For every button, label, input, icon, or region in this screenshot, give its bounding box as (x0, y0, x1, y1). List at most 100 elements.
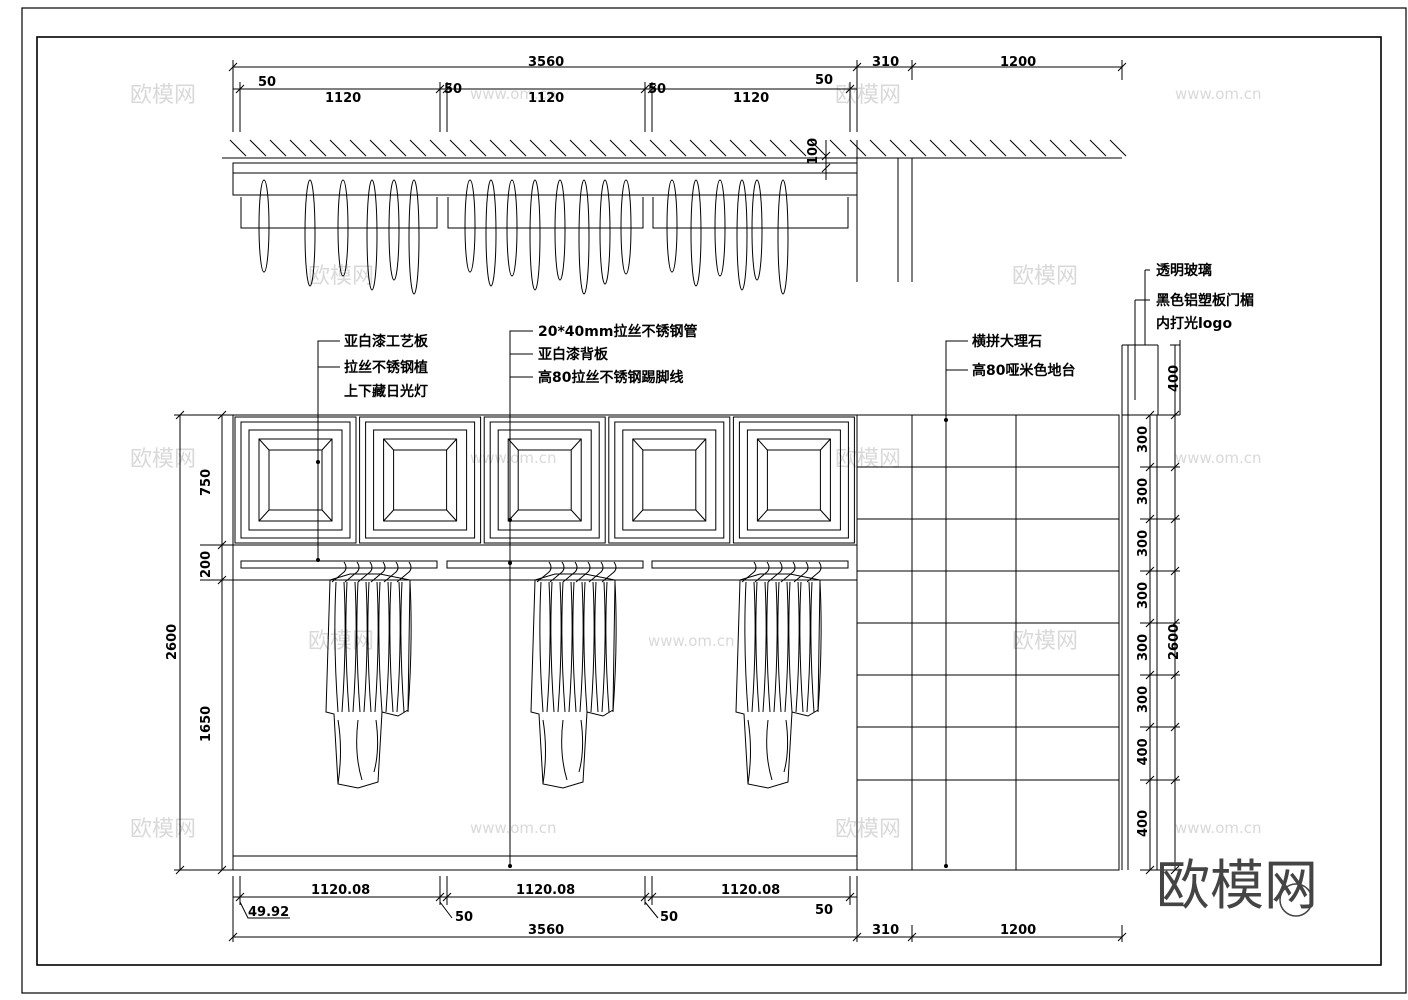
dim-right-total: 2600 (1167, 624, 1182, 660)
brand-logo-mark (1279, 883, 1313, 917)
dim-bottom-bay1: 1120.08 (311, 883, 370, 898)
plan-hanger (620, 179, 632, 275)
dim-right-top: 400 (1167, 365, 1182, 392)
dim-right-row: 300 (1136, 634, 1151, 661)
garment-fold (356, 581, 368, 713)
garment-fold (755, 581, 767, 713)
plan-hanger (777, 179, 789, 295)
garment-fold (744, 581, 756, 713)
panel-frame (373, 429, 468, 531)
right-dimension-lines (1140, 344, 1180, 875)
panel-frame (489, 421, 600, 539)
dim-right-row: 300 (1136, 686, 1151, 713)
hanger-hook (588, 561, 604, 583)
hanger-hook (741, 561, 757, 583)
brand-logo: 欧模网 (1156, 854, 1318, 917)
plan-rails (232, 140, 913, 282)
plan-hanger (529, 179, 541, 291)
leader-dots (316, 418, 948, 868)
hanging-clothes (325, 561, 822, 789)
garment-fold (583, 581, 595, 713)
plan-hanger (304, 179, 316, 287)
panel-frame (483, 416, 606, 544)
watermark-text: 欧模网 (308, 264, 374, 289)
dim-right-row: 300 (1136, 478, 1151, 505)
watermark-url: www.om.cn (1175, 85, 1262, 103)
hanger-hook (793, 561, 809, 583)
dim-right-row: 300 (1136, 530, 1151, 557)
hanger-hook (601, 561, 617, 583)
garment-fold (400, 581, 412, 713)
garment-fold (799, 581, 811, 713)
garment-fold (337, 719, 379, 785)
watermark-url: www.om.cn (470, 819, 557, 837)
panel-frame (234, 416, 357, 544)
panel-inner (517, 449, 572, 511)
note-glass: 透明玻璃 (1156, 262, 1212, 279)
plan-hanger (599, 179, 611, 285)
plan-hanger (506, 179, 518, 277)
left-dimension-lines (174, 410, 233, 875)
dim-top-bay1: 1120 (325, 91, 361, 106)
panel-bevel (632, 438, 707, 522)
note-door-header: 黑色铝塑板门楣 (1156, 292, 1254, 309)
dim-bottom-bay3: 1120.08 (721, 883, 780, 898)
watermark-url: www.om.cn (1175, 449, 1262, 467)
elevation-frame (232, 414, 1120, 871)
dim-bottom-gap-right: 50 (815, 903, 833, 918)
panel-inner (766, 449, 821, 511)
dim-top-side: 310 (872, 55, 899, 70)
watermark-text: 欧模网 (1012, 264, 1078, 289)
dim-top-gap3: 50 (648, 82, 666, 97)
hanger-hook (536, 561, 552, 583)
panel-frame (756, 438, 831, 522)
note-platform: 高80哑米色地台 (972, 362, 1075, 379)
dim-bottom-overall: 3560 (528, 923, 564, 938)
dim-top-gap-left: 50 (258, 75, 276, 90)
dim-left-total: 2600 (165, 624, 180, 660)
note-skirting: 高80拉丝不锈钢踢脚线 (538, 369, 683, 386)
garment-fold (572, 581, 584, 713)
panel-frame (507, 438, 582, 522)
plan-hanger (554, 179, 566, 281)
dim-bottom-bay2: 1120.08 (516, 883, 575, 898)
watermark-text: 欧模网 (835, 447, 901, 472)
inner-frame (36, 36, 1382, 966)
dim-bottom-side: 310 (872, 923, 899, 938)
dim-right-row: 300 (1136, 582, 1151, 609)
garment-fold (747, 719, 789, 785)
plan-hanger (578, 179, 590, 295)
ceiling-hatch (222, 139, 1127, 159)
note-back-panel: 亚白漆背板 (538, 346, 609, 363)
watermark-text: 欧模网 (308, 629, 374, 654)
panel-frame (240, 421, 351, 539)
hanger-hook (575, 561, 591, 583)
dim-right-row: 400 (1136, 738, 1151, 765)
garment-fold (378, 581, 390, 713)
garment-fold (788, 581, 800, 713)
outer-frame (21, 7, 1407, 994)
marble-grid (857, 415, 1119, 870)
watermark-url: www.om.cn (470, 449, 557, 467)
dim-top-bay2: 1120 (528, 91, 564, 106)
dim-bottom-gap3: 50 (660, 910, 678, 925)
plan-hanger (736, 179, 748, 291)
watermark-text: 欧模网 (130, 83, 196, 108)
hanger-hook (754, 561, 770, 583)
plan-hanger (751, 179, 763, 281)
dim-top-right: 1200 (1000, 55, 1036, 70)
decor-panels (234, 416, 855, 544)
dim-right-row: 300 (1136, 426, 1151, 453)
panel-bevel (507, 438, 582, 522)
plan-hangers (258, 179, 789, 295)
watermark-text: 欧模网 (130, 817, 196, 842)
plan-hanger (666, 179, 678, 273)
hanger-hook (780, 561, 796, 583)
panel-inner (642, 449, 697, 511)
dim-ceiling-drop: 100 (806, 138, 821, 165)
watermark-text: 欧模网 (835, 817, 901, 842)
panel-frame (608, 416, 731, 544)
panel-inner (268, 449, 323, 511)
garment-fold (810, 581, 822, 713)
